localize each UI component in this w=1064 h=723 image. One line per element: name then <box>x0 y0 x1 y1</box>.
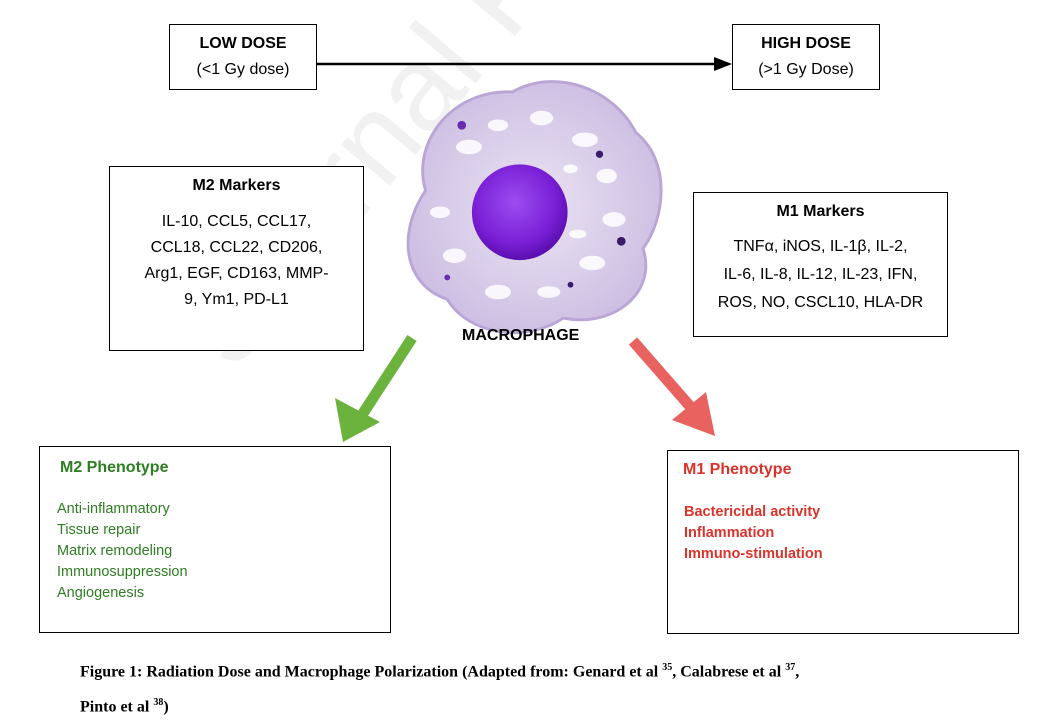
high-dose-subtitle: (>1 Gy Dose) <box>758 61 854 78</box>
m2-phenotype-title: M2 Phenotype <box>60 459 169 476</box>
m2-phenotype-item: Angiogenesis <box>57 585 145 601</box>
dose-arrow-head <box>714 57 732 71</box>
m1-phenotype-item: Bactericidal activity <box>684 504 821 520</box>
green-arrow <box>335 335 417 442</box>
m1-phenotype-list: Bactericidal activity Inflammation Immun… <box>684 502 823 565</box>
m2-markers-title: M2 Markers <box>192 177 281 194</box>
caption-text: Pinto et al <box>80 698 154 716</box>
m2-phenotype-item: Immunosuppression <box>57 564 188 580</box>
low-dose-title: LOW DOSE <box>199 35 287 52</box>
caption-text: Figure 1: Radiation Dose and Macrophage … <box>80 663 663 681</box>
caption-text: , Calabrese et al <box>672 663 786 681</box>
m2-marker-line: CCL18, CCL22, CD206, <box>150 239 323 256</box>
m2-phenotype-item: Anti-inflammatory <box>57 501 170 517</box>
caption-text: ) <box>163 698 169 716</box>
low-dose-box: LOW DOSE (<1 Gy dose) <box>169 24 317 90</box>
low-dose-subtitle: (<1 Gy dose) <box>196 61 290 78</box>
m1-phenotype-item: Inflammation <box>684 525 775 541</box>
high-dose-box: HIGH DOSE (>1 Gy Dose) <box>732 24 880 90</box>
m2-phenotype-list: Anti-inflammatory Tissue repair Matrix r… <box>57 499 188 604</box>
m2-phenotype-box: M2 Phenotype Anti-inflammatory Tissue re… <box>39 446 391 633</box>
caption-ref: 38 <box>153 697 164 709</box>
caption-text: , <box>795 663 800 681</box>
figure-caption: Figure 1: Radiation Dose and Macrophage … <box>80 652 1010 723</box>
m1-phenotype-item: Immuno-stimulation <box>684 546 823 562</box>
red-arrow <box>628 337 715 436</box>
m1-phenotype-box: M1 Phenotype Bactericidal activity Infla… <box>667 450 1019 634</box>
m2-phenotype-item: Matrix remodeling <box>57 543 173 559</box>
macrophage-label: MACROPHAGE <box>462 327 580 344</box>
m2-marker-line: IL-10, CCL5, CCL17, <box>161 213 312 230</box>
m1-marker-line: ROS, NO, CSCL10, HLA-DR <box>717 294 924 311</box>
m2-marker-line: 9, Ym1, PD-L1 <box>184 291 289 308</box>
m2-marker-line: Arg1, EGF, CD163, MMP- <box>144 265 329 282</box>
m1-markers-title: M1 Markers <box>776 203 865 220</box>
m1-phenotype-title: M1 Phenotype <box>683 461 792 478</box>
m1-markers-box: M1 Markers TNFα, iNOS, IL-1β, IL-2, IL-6… <box>693 192 948 337</box>
caption-ref: 37 <box>785 662 796 673</box>
macrophage-cell-large <box>406 80 663 335</box>
m1-marker-line: IL-6, IL-8, IL-12, IL-23, IFN, <box>723 266 918 283</box>
caption-ref: 35 <box>662 662 673 673</box>
m2-phenotype-item: Tissue repair <box>57 522 141 538</box>
m2-markers-box: M2 Markers IL-10, CCL5, CCL17, CCL18, CC… <box>109 166 364 351</box>
m1-marker-line: TNFα, iNOS, IL-1β, IL-2, <box>733 238 908 255</box>
high-dose-title: HIGH DOSE <box>761 35 851 52</box>
